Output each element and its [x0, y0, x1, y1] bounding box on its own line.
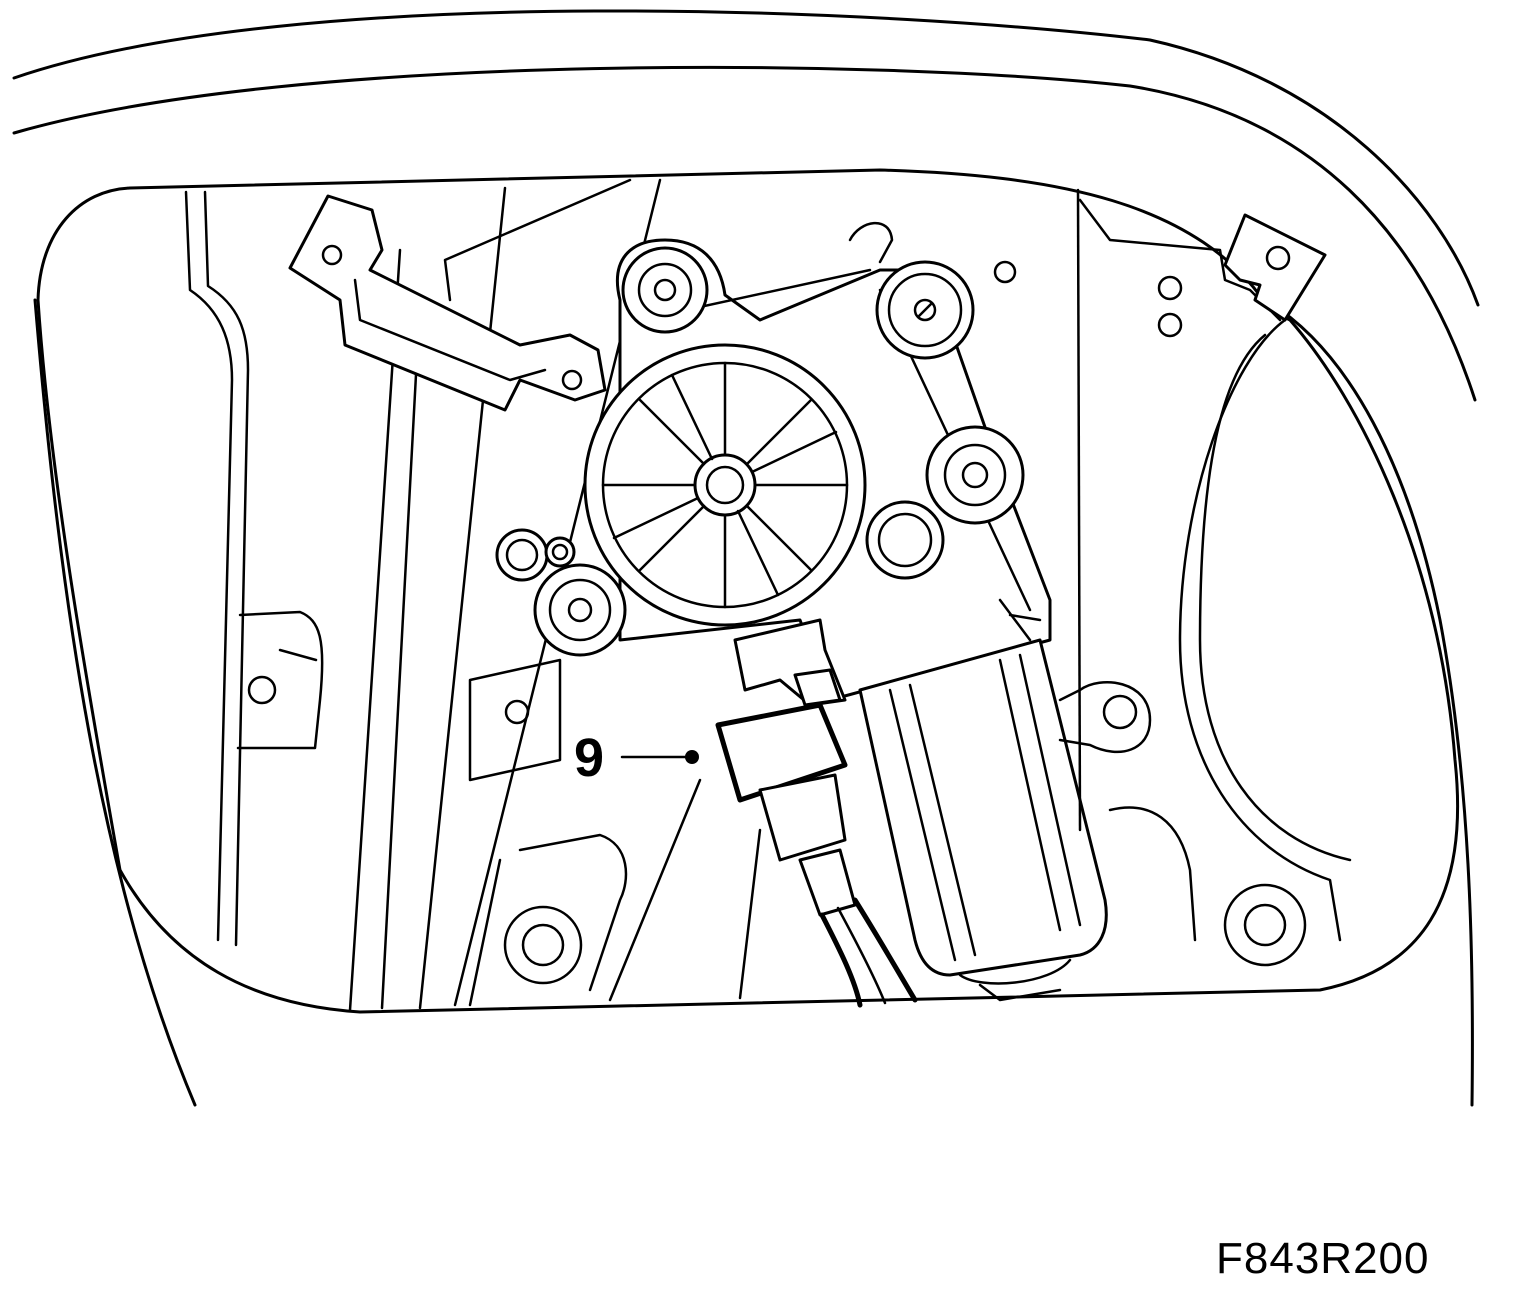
bolt-top-right [875, 260, 975, 360]
upper-bracket [288, 194, 607, 412]
motor-body [858, 638, 1108, 1002]
figure-code: F843R200 [1216, 1234, 1430, 1283]
bolt-top-left [621, 246, 709, 334]
drive-gear-wheel [583, 343, 867, 627]
lower-bracket [468, 658, 628, 1007]
access-opening [36, 168, 1460, 1014]
bolt-center-right [865, 500, 945, 580]
door-outline [12, 9, 1480, 1107]
bolt-right [925, 425, 1025, 525]
right-bracket [848, 188, 1352, 967]
inner-panel-left [184, 190, 324, 947]
callout-number-9: 9 [574, 728, 605, 788]
wiring-harness [819, 897, 918, 1008]
bolt-lower-left [533, 563, 627, 657]
motor-connector [715, 618, 857, 917]
callout-leader [620, 750, 699, 764]
mounting-bolts [495, 246, 1025, 657]
bolt-small-left [495, 528, 576, 582]
